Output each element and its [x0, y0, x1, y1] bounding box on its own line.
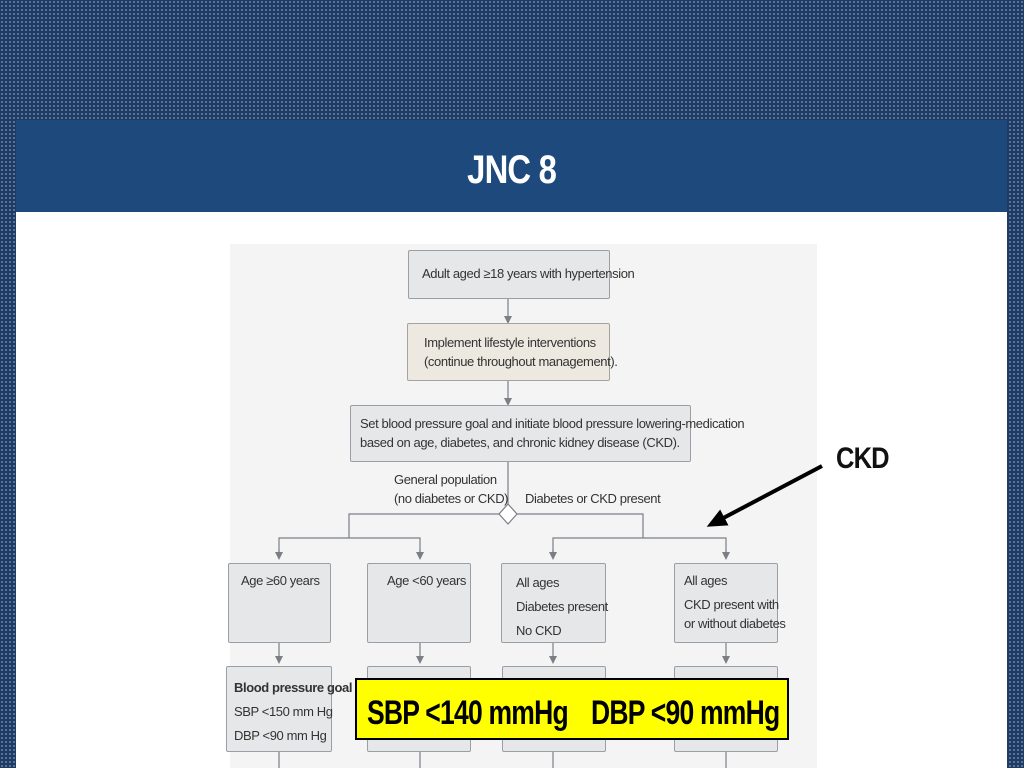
branch-general-label: General population (no diabetes or CKD): [394, 470, 509, 508]
goal-box-dbp: DBP <90 mm Hg: [234, 728, 327, 743]
node-ckd: All ages CKD present with or without dia…: [674, 563, 786, 643]
node-goal-step-line-1: Set blood pressure goal and initiate blo…: [360, 416, 745, 431]
node-lifestyle: Implement lifestyle interventions (conti…: [407, 323, 618, 381]
bp-target-highlight: SBP <140 mmHg DBP <90 mmHg: [355, 678, 789, 740]
node-lifestyle-line-2: (continue throughout management).: [424, 354, 618, 369]
ckd-pointer-arrow: [706, 464, 823, 527]
connector-dm-ckd-branches: [552, 537, 727, 558]
node-start: Adult aged ≥18 years with hypertension: [408, 250, 635, 299]
decision-diamond: [498, 503, 518, 525]
node-diabetes-line-3: No CKD: [516, 623, 562, 638]
node-goal-step: Set blood pressure goal and initiate blo…: [350, 405, 745, 462]
node-ckd-line-3: or without diabetes: [684, 616, 786, 631]
slide-title: JNC 8: [467, 148, 557, 192]
ckd-annotation-label: CKD: [836, 442, 890, 475]
node-age-under-60: Age <60 years: [367, 563, 471, 643]
branch-general-line-2: (no diabetes or CKD): [394, 491, 509, 506]
node-diabetes-line-1: All ages: [516, 575, 560, 590]
node-diabetes: All ages Diabetes present No CKD: [501, 563, 608, 643]
title-bar: JNC 8: [16, 120, 1007, 212]
node-age-60-plus: Age ≥60 years: [228, 563, 331, 643]
goal-box-sbp: SBP <150 mm Hg: [234, 704, 333, 719]
connector-general-branches: [278, 537, 421, 558]
node-start-text: Adult aged ≥18 years with hypertension: [422, 266, 635, 281]
connector-diabetes-split: [517, 513, 644, 538]
node-goal-age-60: Blood pressure goal SBP <150 mm Hg DBP <…: [226, 666, 353, 752]
node-ckd-line-2: CKD present with: [684, 597, 779, 612]
goal-box-heading: Blood pressure goal: [234, 680, 353, 695]
branch-diabetes-ckd-label: Diabetes or CKD present: [525, 491, 661, 506]
node-lifestyle-line-1: Implement lifestyle interventions: [424, 335, 596, 350]
node-diabetes-line-2: Diabetes present: [516, 599, 608, 614]
node-ckd-line-1: All ages: [684, 573, 728, 588]
connector-general-split: [348, 513, 499, 538]
highlight-dbp: DBP <90 mmHg: [591, 694, 780, 732]
highlight-sbp: SBP <140 mmHg: [367, 694, 569, 732]
branch-general-line-1: General population: [394, 472, 497, 487]
node-goal-step-line-2: based on age, diabetes, and chronic kidn…: [360, 435, 680, 450]
node-age-under-60-text: Age <60 years: [387, 573, 466, 588]
node-age-60-plus-text: Age ≥60 years: [241, 573, 320, 588]
